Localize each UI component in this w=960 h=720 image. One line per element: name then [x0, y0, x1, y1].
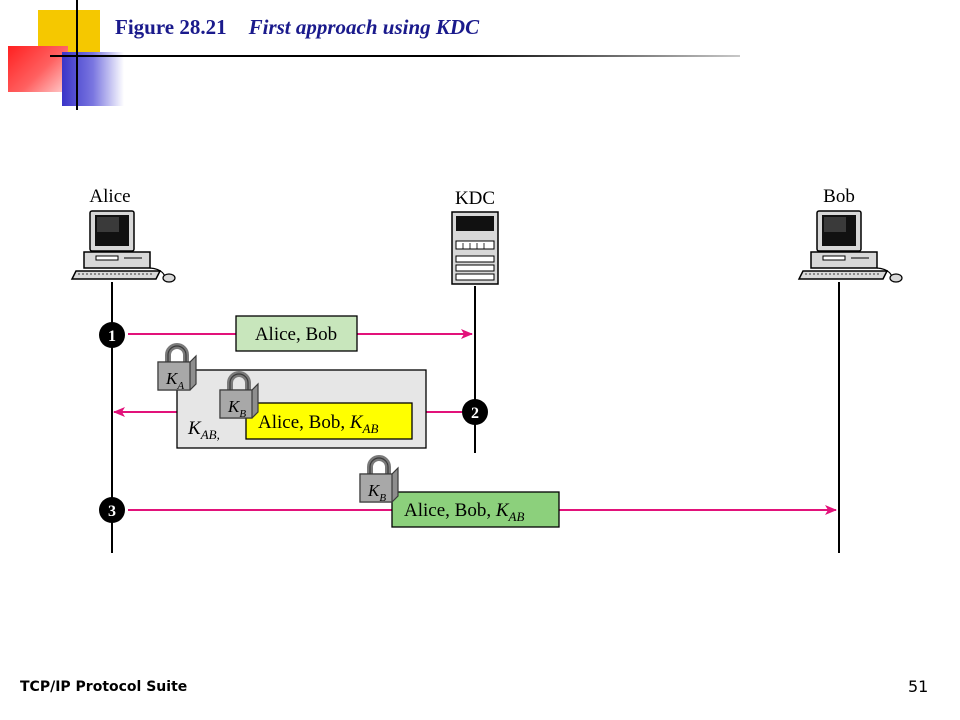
- step3-message: Alice, Bob, KAB: [404, 500, 524, 524]
- lock-ka-label: KA: [165, 369, 184, 392]
- decor-horizontal-line: [50, 55, 740, 57]
- figure-number: Figure 28.21: [115, 15, 227, 39]
- entity-label-alice: Alice: [89, 186, 130, 207]
- entity-label-kdc: KDC: [455, 188, 495, 209]
- figure-title: First approach using KDC: [248, 15, 480, 39]
- slide-title: Figure 28.21 First approach using KDC: [115, 15, 479, 40]
- step1-message: Alice, Bob: [255, 324, 337, 345]
- page-number: 51: [908, 677, 929, 696]
- lock-kb-step3-label: KB: [367, 481, 386, 504]
- decor-red-square: [8, 46, 68, 92]
- step2-badge: [462, 399, 488, 425]
- step3-badge: [99, 497, 125, 523]
- alice-computer-icon: [71, 210, 176, 283]
- step2-number: 2: [471, 405, 479, 422]
- bob-computer-icon: [798, 210, 903, 283]
- lock-kb-label: KB: [227, 397, 246, 420]
- step3-message-box: [391, 491, 560, 528]
- step1-badge: [99, 322, 125, 348]
- decor-blue-square: [62, 52, 124, 106]
- step3-number: 3: [108, 503, 116, 520]
- step2-inner-box: [245, 402, 413, 440]
- entity-label-bob: Bob: [823, 186, 855, 207]
- kdc-server-icon: [451, 211, 499, 285]
- step2-inner-message: Alice, Bob, KAB: [258, 412, 378, 436]
- step1-message-box: [235, 315, 358, 352]
- step2-outer-key: KAB,: [187, 418, 220, 442]
- footer-course-title: TCP/IP Protocol Suite: [20, 679, 188, 695]
- step1-number: 1: [108, 328, 116, 345]
